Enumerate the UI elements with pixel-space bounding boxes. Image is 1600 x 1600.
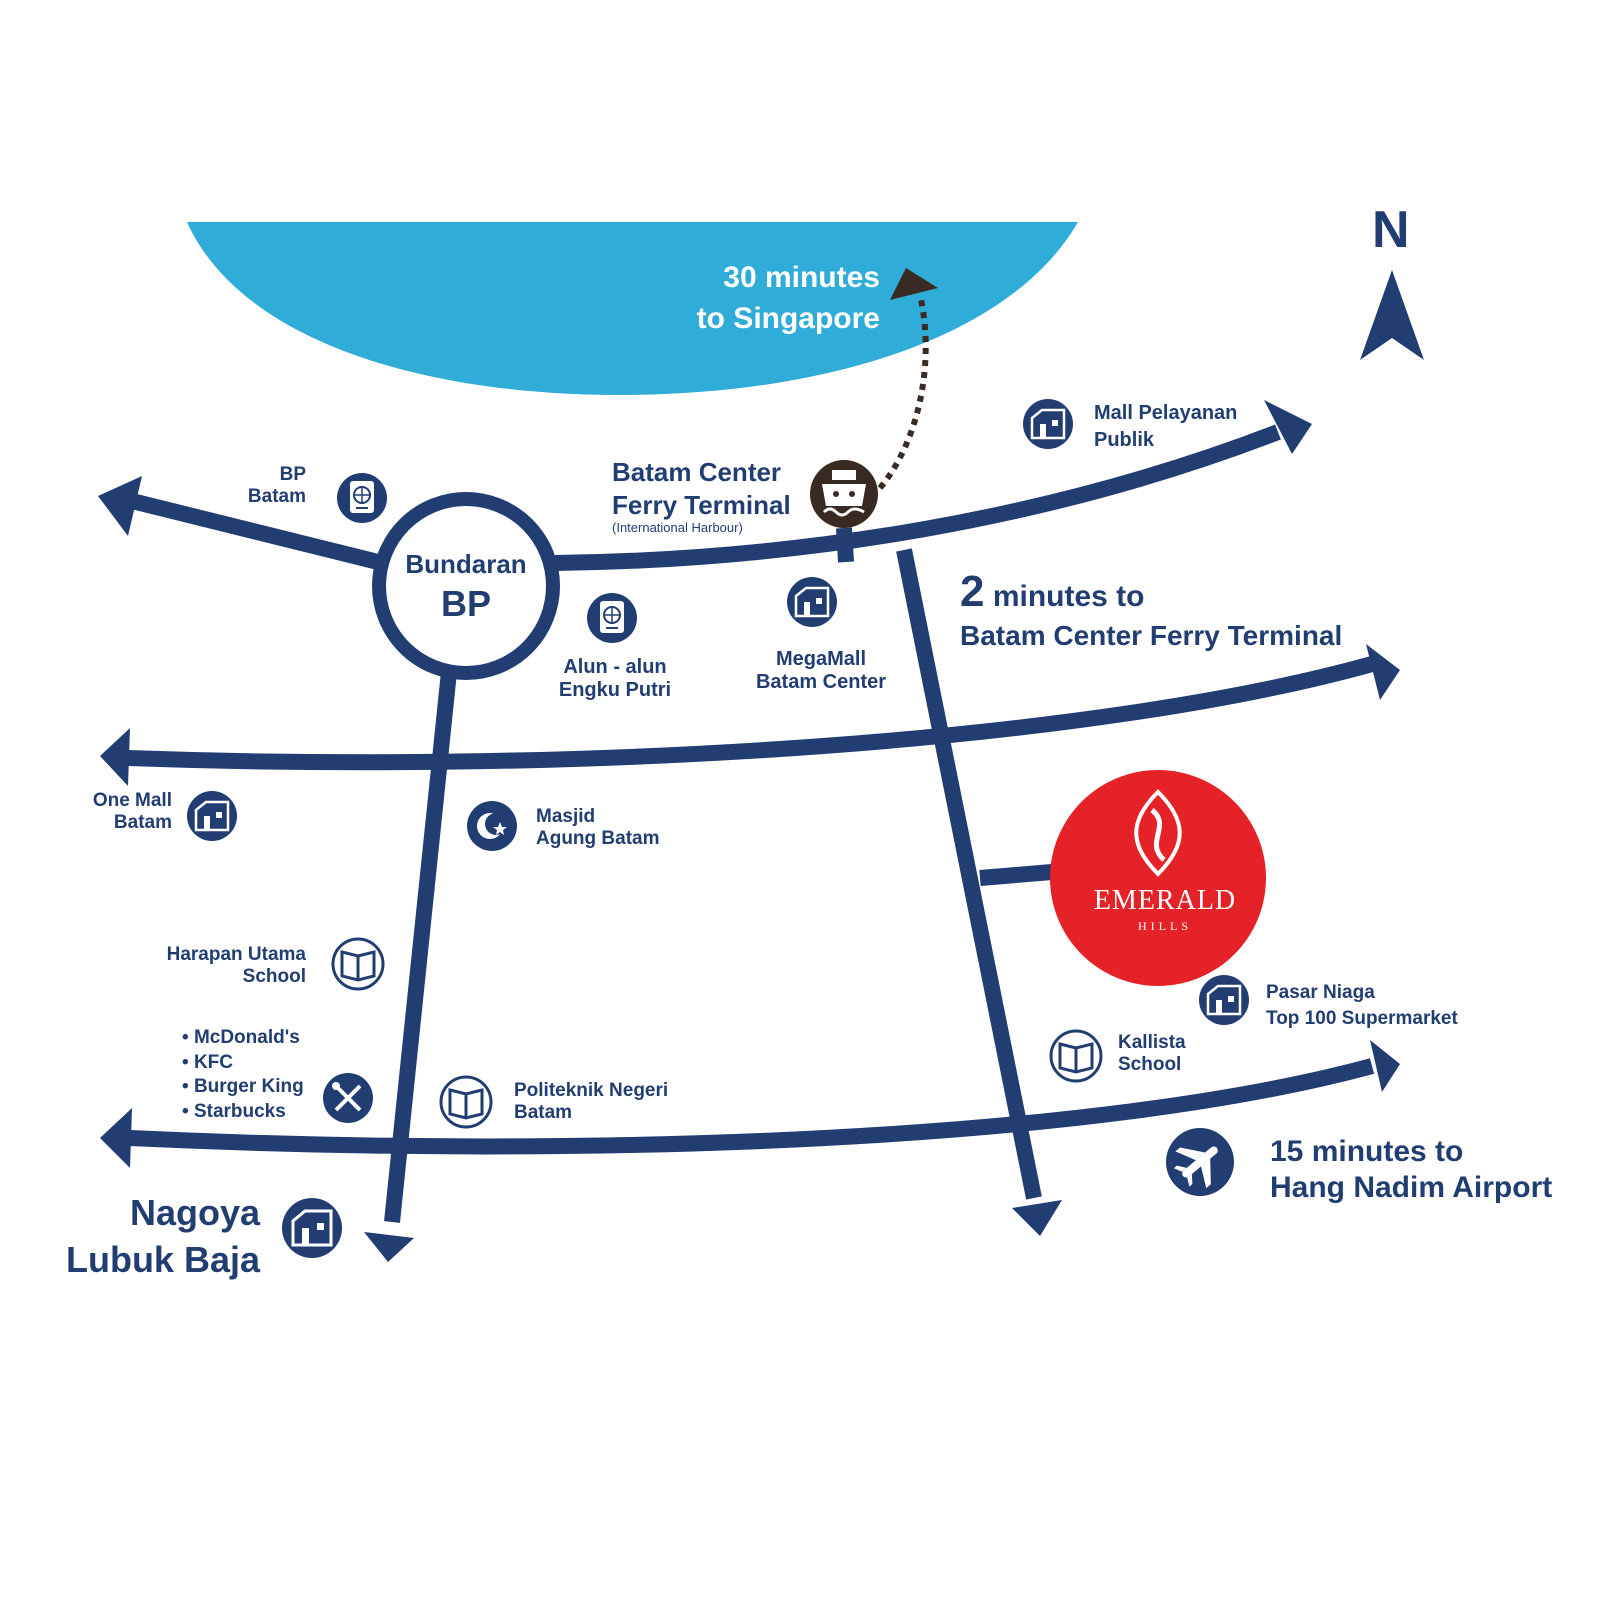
brand-name: EMERALD bbox=[1093, 885, 1237, 916]
nagoya-line1: Nagoya bbox=[129, 1192, 260, 1233]
food-item-mcdonalds: McDonald's bbox=[182, 1026, 304, 1051]
roundabout-label: Bundaran BP bbox=[386, 548, 546, 627]
road-vertical-west bbox=[384, 671, 457, 1223]
place-alun-alun: Alun - alun Engku Putri bbox=[540, 656, 690, 702]
roundabout-line1: Bundaran bbox=[405, 549, 527, 579]
arrowhead-middle-west bbox=[100, 728, 130, 786]
passport-icon-alun bbox=[587, 593, 637, 643]
airport-line2: Hang Nadim Airport bbox=[1270, 1171, 1553, 1204]
road-arrowheads bbox=[98, 400, 1400, 1262]
ferry-route-line bbox=[877, 294, 929, 490]
nagoya-line2: Lubuk Baja bbox=[65, 1238, 260, 1280]
food-item-kfc: KFC bbox=[182, 1051, 304, 1076]
singapore-line2: to Singapore bbox=[696, 301, 880, 335]
mall-icon-megamall bbox=[787, 577, 837, 627]
road-vertical-east bbox=[896, 548, 1042, 1200]
roundabout-line2: BP bbox=[440, 582, 491, 624]
book-icon-harapan bbox=[331, 937, 385, 991]
road-north-east bbox=[554, 424, 1281, 571]
alun-alun-line1: Alun - alun bbox=[563, 656, 667, 678]
masjid-line1: Masjid bbox=[536, 806, 596, 827]
passport-icon-bp bbox=[337, 473, 387, 523]
roundabout bbox=[372, 492, 560, 680]
airplane-icon bbox=[1166, 1128, 1234, 1196]
ferry-travel-time: 2 minutes to Batam Center Ferry Terminal bbox=[960, 566, 1342, 652]
road-ferry-spur bbox=[836, 527, 854, 563]
harapan-line2: School bbox=[242, 965, 306, 987]
one-mall-line2: Batam bbox=[113, 811, 172, 833]
mall-icon-pasar bbox=[1199, 975, 1249, 1025]
place-mall-pelayanan: Mall Pelayanan Publik bbox=[1094, 400, 1237, 454]
bp-batam-line2: Batam bbox=[247, 485, 306, 507]
mall-icon-onemall bbox=[187, 791, 237, 841]
book-icon-kallista bbox=[1049, 1029, 1103, 1083]
singapore-travel-time: 30 minutes to Singapore bbox=[600, 258, 880, 339]
food-item-burger-king: Burger King bbox=[182, 1075, 304, 1100]
kallista-line1: Kallista bbox=[1118, 1032, 1186, 1053]
book-icon-politeknik bbox=[439, 1075, 493, 1129]
megamall-line1: MegaMall bbox=[775, 648, 867, 670]
place-kallista: Kallista School bbox=[1118, 1032, 1186, 1076]
sea bbox=[187, 222, 1078, 395]
politeknik-line1: Politeknik Negeri bbox=[514, 1080, 669, 1101]
airport-line1: 15 minutes to bbox=[1270, 1135, 1464, 1168]
kallista-line2: School bbox=[1118, 1053, 1182, 1075]
nagoya-label: Nagoya Lubuk Baja bbox=[30, 1190, 260, 1284]
place-food-list: McDonald's KFC Burger King Starbucks bbox=[182, 1026, 304, 1125]
one-mall-line1: One Mall bbox=[92, 790, 172, 811]
arrowhead-north-west bbox=[98, 476, 142, 536]
bp-batam-line1: BP bbox=[279, 464, 306, 485]
arrowhead-south-west bbox=[100, 1108, 132, 1168]
arrowhead-middle-east bbox=[1366, 644, 1400, 700]
mall-icon-nagoya bbox=[282, 1198, 342, 1258]
mall-icon-pelayanan bbox=[1023, 399, 1073, 449]
road-middle bbox=[127, 656, 1375, 771]
emerald-hills-marker bbox=[1050, 770, 1266, 986]
alun-alun-line2: Engku Putri bbox=[558, 679, 672, 701]
arrowhead-vertical-east bbox=[1012, 1200, 1062, 1236]
road-emerald-spur bbox=[979, 864, 1053, 886]
megamall-line2: Batam Center bbox=[755, 671, 887, 693]
ferry-subtitle: (International Harbour) bbox=[612, 520, 743, 535]
politeknik-line2: Batam bbox=[514, 1101, 573, 1123]
ferry-time-number: 2 bbox=[960, 567, 985, 616]
singapore-line1: 30 minutes bbox=[723, 261, 880, 294]
roads bbox=[126, 424, 1375, 1223]
harapan-line1: Harapan Utama bbox=[166, 944, 306, 965]
ferry-name-line1: Batam Center bbox=[612, 457, 782, 487]
ferry-time-rest: minutes to bbox=[984, 580, 1145, 613]
road-south bbox=[129, 1058, 1375, 1155]
place-masjid: Masjid Agung Batam bbox=[536, 806, 660, 850]
north-arrow-icon bbox=[1360, 270, 1424, 360]
compass-label: N bbox=[1372, 201, 1410, 259]
arrowhead-vertical-west bbox=[364, 1232, 414, 1262]
place-one-mall: One Mall Batam bbox=[60, 790, 172, 834]
mall-pelayanan-line1: Mall Pelayanan bbox=[1094, 402, 1238, 424]
food-item-starbucks: Starbucks bbox=[182, 1100, 304, 1125]
masjid-line2: Agung Batam bbox=[536, 827, 660, 849]
brand-sub: HILLS bbox=[1138, 919, 1192, 933]
emerald-hills-brand: EMERALD HILLS bbox=[1050, 885, 1280, 934]
place-pasar-niaga: Pasar Niaga Top 100 Supermarket bbox=[1266, 980, 1458, 1031]
ferry-route-arrowhead bbox=[890, 268, 938, 300]
pasar-niaga-line1: Pasar Niaga bbox=[1266, 982, 1375, 1003]
place-harapan: Harapan Utama School bbox=[120, 944, 306, 988]
place-bp-batam: BP Batam bbox=[200, 464, 306, 508]
pasar-niaga-line2: Top 100 Supermarket bbox=[1266, 1007, 1458, 1029]
place-politeknik: Politeknik Negeri Batam bbox=[514, 1080, 668, 1124]
ferry-icon bbox=[810, 460, 878, 528]
arrowhead-north-east bbox=[1264, 400, 1312, 454]
crescent-star-icon bbox=[467, 801, 517, 851]
ferry-terminal-label: Batam Center Ferry Terminal (Internation… bbox=[612, 456, 791, 536]
place-megamall: MegaMall Batam Center bbox=[736, 648, 906, 694]
airport-travel-time: 15 minutes to Hang Nadim Airport bbox=[1270, 1134, 1552, 1206]
ferry-name-line2: Ferry Terminal bbox=[612, 489, 791, 520]
fork-knife-icon bbox=[323, 1073, 373, 1123]
emerald-logo-icon bbox=[1134, 789, 1182, 877]
ferry-time-line2: Batam Center Ferry Terminal bbox=[960, 619, 1343, 651]
road-north-west bbox=[126, 492, 380, 570]
arrowhead-south-east bbox=[1370, 1040, 1400, 1092]
mall-pelayanan-line2: Publik bbox=[1094, 429, 1155, 451]
